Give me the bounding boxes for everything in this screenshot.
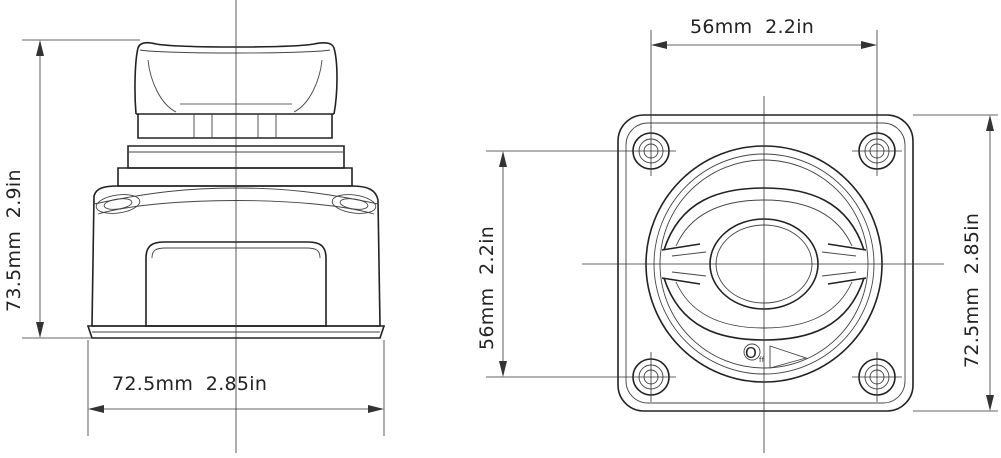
off-marker-small: ff xyxy=(759,356,765,364)
side-view: 73.5mm 2.9in 72.5mm 2.85in xyxy=(3,0,386,453)
top-left-height-dimension xyxy=(486,150,626,378)
side-width-label: 72.5mm 2.85in xyxy=(112,373,267,395)
top-right-height-label: 72.5mm 2.85in xyxy=(961,213,983,368)
side-width-dimension xyxy=(87,340,385,436)
top-width-dimension xyxy=(650,30,878,128)
off-marker: O ff xyxy=(743,343,808,369)
top-left-height-label: 56mm 2.2in xyxy=(476,226,498,350)
top-plate xyxy=(617,114,914,412)
off-marker-letter: O xyxy=(745,344,757,362)
top-right-height-dimension xyxy=(913,114,998,412)
top-centerlines xyxy=(582,96,944,453)
side-collar xyxy=(117,145,353,187)
top-width-label: 56mm 2.2in xyxy=(690,16,814,38)
side-height-label: 73.5mm 2.9in xyxy=(3,169,25,312)
side-height-dimension xyxy=(22,39,140,339)
top-view: O ff 56mm 2.2in 56mm xyxy=(476,16,998,453)
side-knob xyxy=(134,42,338,139)
